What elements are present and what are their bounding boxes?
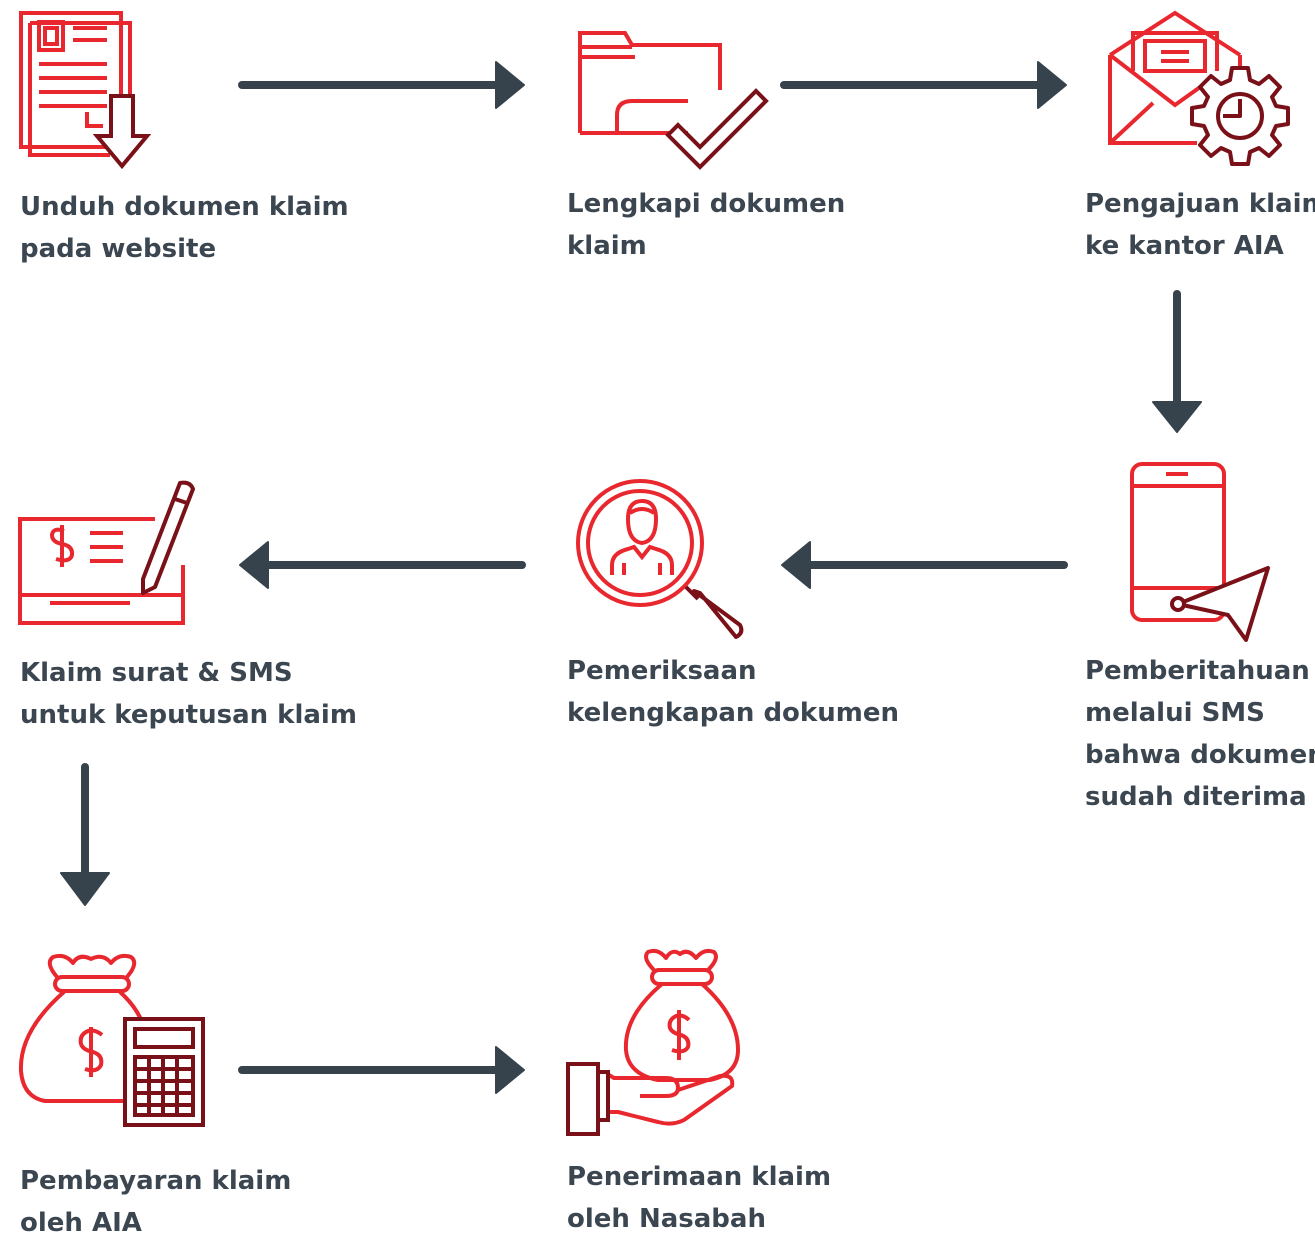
arrow-right-1 <box>238 61 525 109</box>
step-4-line-3: bahwa dokumen <box>1085 740 1315 770</box>
step-1-label: Unduh dokumen klaim pada website <box>20 186 349 270</box>
step-4-line-1: Pemberitahuan <box>1085 656 1310 686</box>
step-4-label: Pemberitahuan melalui SMS bahwa dokumen … <box>1085 650 1315 818</box>
step-1-line-2: pada website <box>20 234 217 264</box>
arrow-down-1 <box>1152 290 1202 433</box>
step-6-line-2: untuk keputusan klaim <box>20 700 357 730</box>
step-5-line-1: Pemeriksaan <box>567 656 757 686</box>
step-2-line-2: klaim <box>567 231 647 261</box>
arrow-left-2 <box>239 541 526 589</box>
arrow-down-2 <box>60 763 110 906</box>
step-6-line-1: Klaim surat & SMS <box>20 658 293 688</box>
arrow-right-3 <box>238 1046 525 1094</box>
cheque-pen-icon <box>18 480 195 625</box>
arrow-left-1 <box>781 541 1068 589</box>
arrow-right-2 <box>780 61 1067 109</box>
step-3-line-2: ke kantor AIA <box>1085 231 1284 261</box>
hand-money-bag-icon <box>566 948 740 1136</box>
folder-check-icon <box>578 31 769 170</box>
step-7-line-1: Pembayaran klaim <box>20 1166 292 1196</box>
document-download-icon <box>19 11 152 170</box>
step-5-label: Pemeriksaan kelengkapan dokumen <box>567 650 899 734</box>
money-bag-calculator-icon <box>18 953 205 1127</box>
person-magnifier-icon <box>576 479 744 639</box>
phone-send-icon <box>1130 462 1270 642</box>
step-2-line-1: Lengkapi dokumen <box>567 189 846 219</box>
step-1-line-1: Unduh dokumen klaim <box>20 192 349 222</box>
step-7-line-2: oleh AIA <box>20 1208 142 1238</box>
step-5-line-2: kelengkapan dokumen <box>567 698 899 728</box>
step-6-label: Klaim surat & SMS untuk keputusan klaim <box>20 652 357 736</box>
step-3-label: Pengajuan klaim ke kantor AIA <box>1085 183 1315 267</box>
step-3-line-1: Pengajuan klaim <box>1085 189 1315 219</box>
step-2-label: Lengkapi dokumen klaim <box>567 183 845 267</box>
step-8-line-2: oleh Nasabah <box>567 1204 766 1234</box>
step-4-line-4: sudah diterima <box>1085 782 1307 812</box>
envelope-gear-icon <box>1108 10 1290 166</box>
step-8-line-1: Penerimaan klaim <box>567 1162 832 1192</box>
step-8-label: Penerimaan klaim oleh Nasabah <box>567 1156 831 1240</box>
step-4-line-2: melalui SMS <box>1085 698 1265 728</box>
step-7-label: Pembayaran klaim oleh AIA <box>20 1160 291 1244</box>
